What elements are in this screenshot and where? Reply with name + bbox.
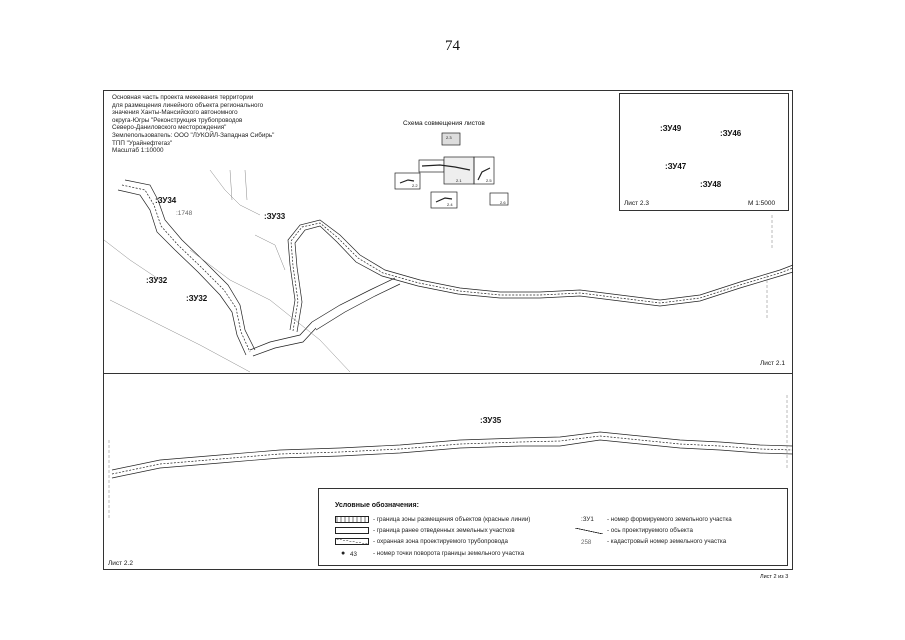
legend-title: Условные обозначения:: [335, 502, 419, 509]
corridor-zu34-axis: [121, 184, 251, 353]
corridor-zu34-edge: [124, 179, 256, 351]
legend-swatch-protection-zone: [335, 538, 369, 545]
legend-point-symbol: ●: [341, 550, 346, 557]
inset-map: :ЗУ49 :ЗУ46 :ЗУ47 :ЗУ48 Лист 2.3 М 1:500…: [619, 93, 789, 211]
plot-label-zu32: :ЗУ32: [186, 294, 208, 303]
plot-label: :ЗУ48: [700, 180, 722, 189]
legend-swatch-allocated: [335, 527, 369, 534]
legend-cadastral-number: 258: [581, 539, 592, 546]
legend-swatch-red-lines: [335, 516, 369, 523]
legend-item: - номер формируемого земельного участка: [607, 516, 732, 523]
scheme-tile-label: 2.6: [500, 200, 506, 205]
cadastral-note: :1748: [176, 210, 193, 217]
scheme-tile-label: 2.2: [412, 183, 418, 188]
title-line: Масштаб 1:10000: [112, 147, 164, 155]
scheme-tile-label: 2.1: [456, 178, 462, 183]
corridor-zu35-axis: [111, 435, 794, 475]
corridor-zu35-edge: [111, 439, 794, 479]
plot-label: :ЗУ49: [660, 124, 682, 133]
plot-label-zu33: :ЗУ33: [264, 212, 286, 221]
scheme-tile: [430, 191, 458, 209]
plot-label-zu32: :ЗУ32: [146, 276, 168, 285]
inset-scale: М 1:5000: [748, 200, 776, 207]
title-line: для размещения линейного объекта региона…: [112, 101, 264, 109]
corridor-bottom-edge: [252, 327, 317, 357]
title-line: Северо-Даниловского месторождения": [112, 124, 227, 132]
scheme-tile: [443, 156, 475, 185]
corridor-diagonal-edge: [311, 277, 396, 323]
corridor-zu33-edge: [287, 219, 794, 331]
scheme-tile: [489, 192, 509, 206]
sheet-label: Лист 2.1: [760, 360, 785, 367]
legend: Условные обозначения: - граница зоны раз…: [318, 488, 788, 566]
legend-item: - номер точки поворота границы земельног…: [373, 550, 525, 557]
corridor-zu33-edge: [294, 225, 794, 333]
corridor-diagonal-edge: [315, 283, 401, 331]
corridor-zu35-edge: [111, 431, 794, 471]
scheme-title: Схема совмещения листов: [403, 120, 485, 127]
sheet-divider: [103, 373, 793, 374]
plot-label-zu34: :ЗУ34: [155, 196, 177, 205]
scheme-tile: [473, 156, 495, 185]
sheet-label: Лист 2.2: [108, 560, 133, 567]
legend-item: - граница ранее отведенных земельных уча…: [373, 527, 515, 534]
plot-label: :ЗУ47: [665, 162, 687, 171]
legend-swatch-axis: [575, 528, 603, 534]
scheme-tile: [394, 172, 421, 190]
title-line: значения Ханты-Мансийского автономного: [112, 109, 238, 117]
legend-item: - ось проектируемого объекта: [607, 527, 693, 534]
page-number: 74: [445, 38, 460, 54]
legend-item: - кадастровый номер земельного участка: [607, 538, 727, 545]
sheet-label: Лист 2.3: [624, 200, 649, 207]
scheme-tile-label: 2.5: [486, 178, 492, 183]
title-line: округа-Югры "Реконструкция трубопроводов: [112, 116, 243, 124]
title-block: Основная часть проекта межевания террито…: [112, 94, 312, 155]
plot-label-zu35: :ЗУ35: [480, 416, 502, 425]
legend-item: - граница зоны размещения объектов (крас…: [373, 516, 531, 523]
scheme-tile-label: 2.4: [447, 202, 453, 207]
corridor-zu33-axis: [290, 222, 794, 332]
scheme-tile-label: 2.3: [446, 135, 452, 140]
map-frame: [103, 90, 793, 570]
title-line: Основная часть проекта межевания террито…: [112, 94, 254, 101]
corridor-zu34-edge: [117, 189, 247, 356]
title-line: Землепользователь: ООО "ЛУКОЙЛ-Западная …: [112, 131, 275, 139]
legend-plot-number: :ЗУ1: [581, 516, 594, 523]
scheme-tile: [441, 132, 461, 146]
plot-label: :ЗУ46: [720, 129, 742, 138]
legend-item: - охранная зона проектируемого трубопров…: [373, 538, 508, 545]
sheet-count: Лист 2 из 3: [760, 574, 789, 580]
legend-point-number: 43: [350, 551, 357, 558]
title-line: ТПП "Урайнефтегаз": [112, 139, 173, 147]
